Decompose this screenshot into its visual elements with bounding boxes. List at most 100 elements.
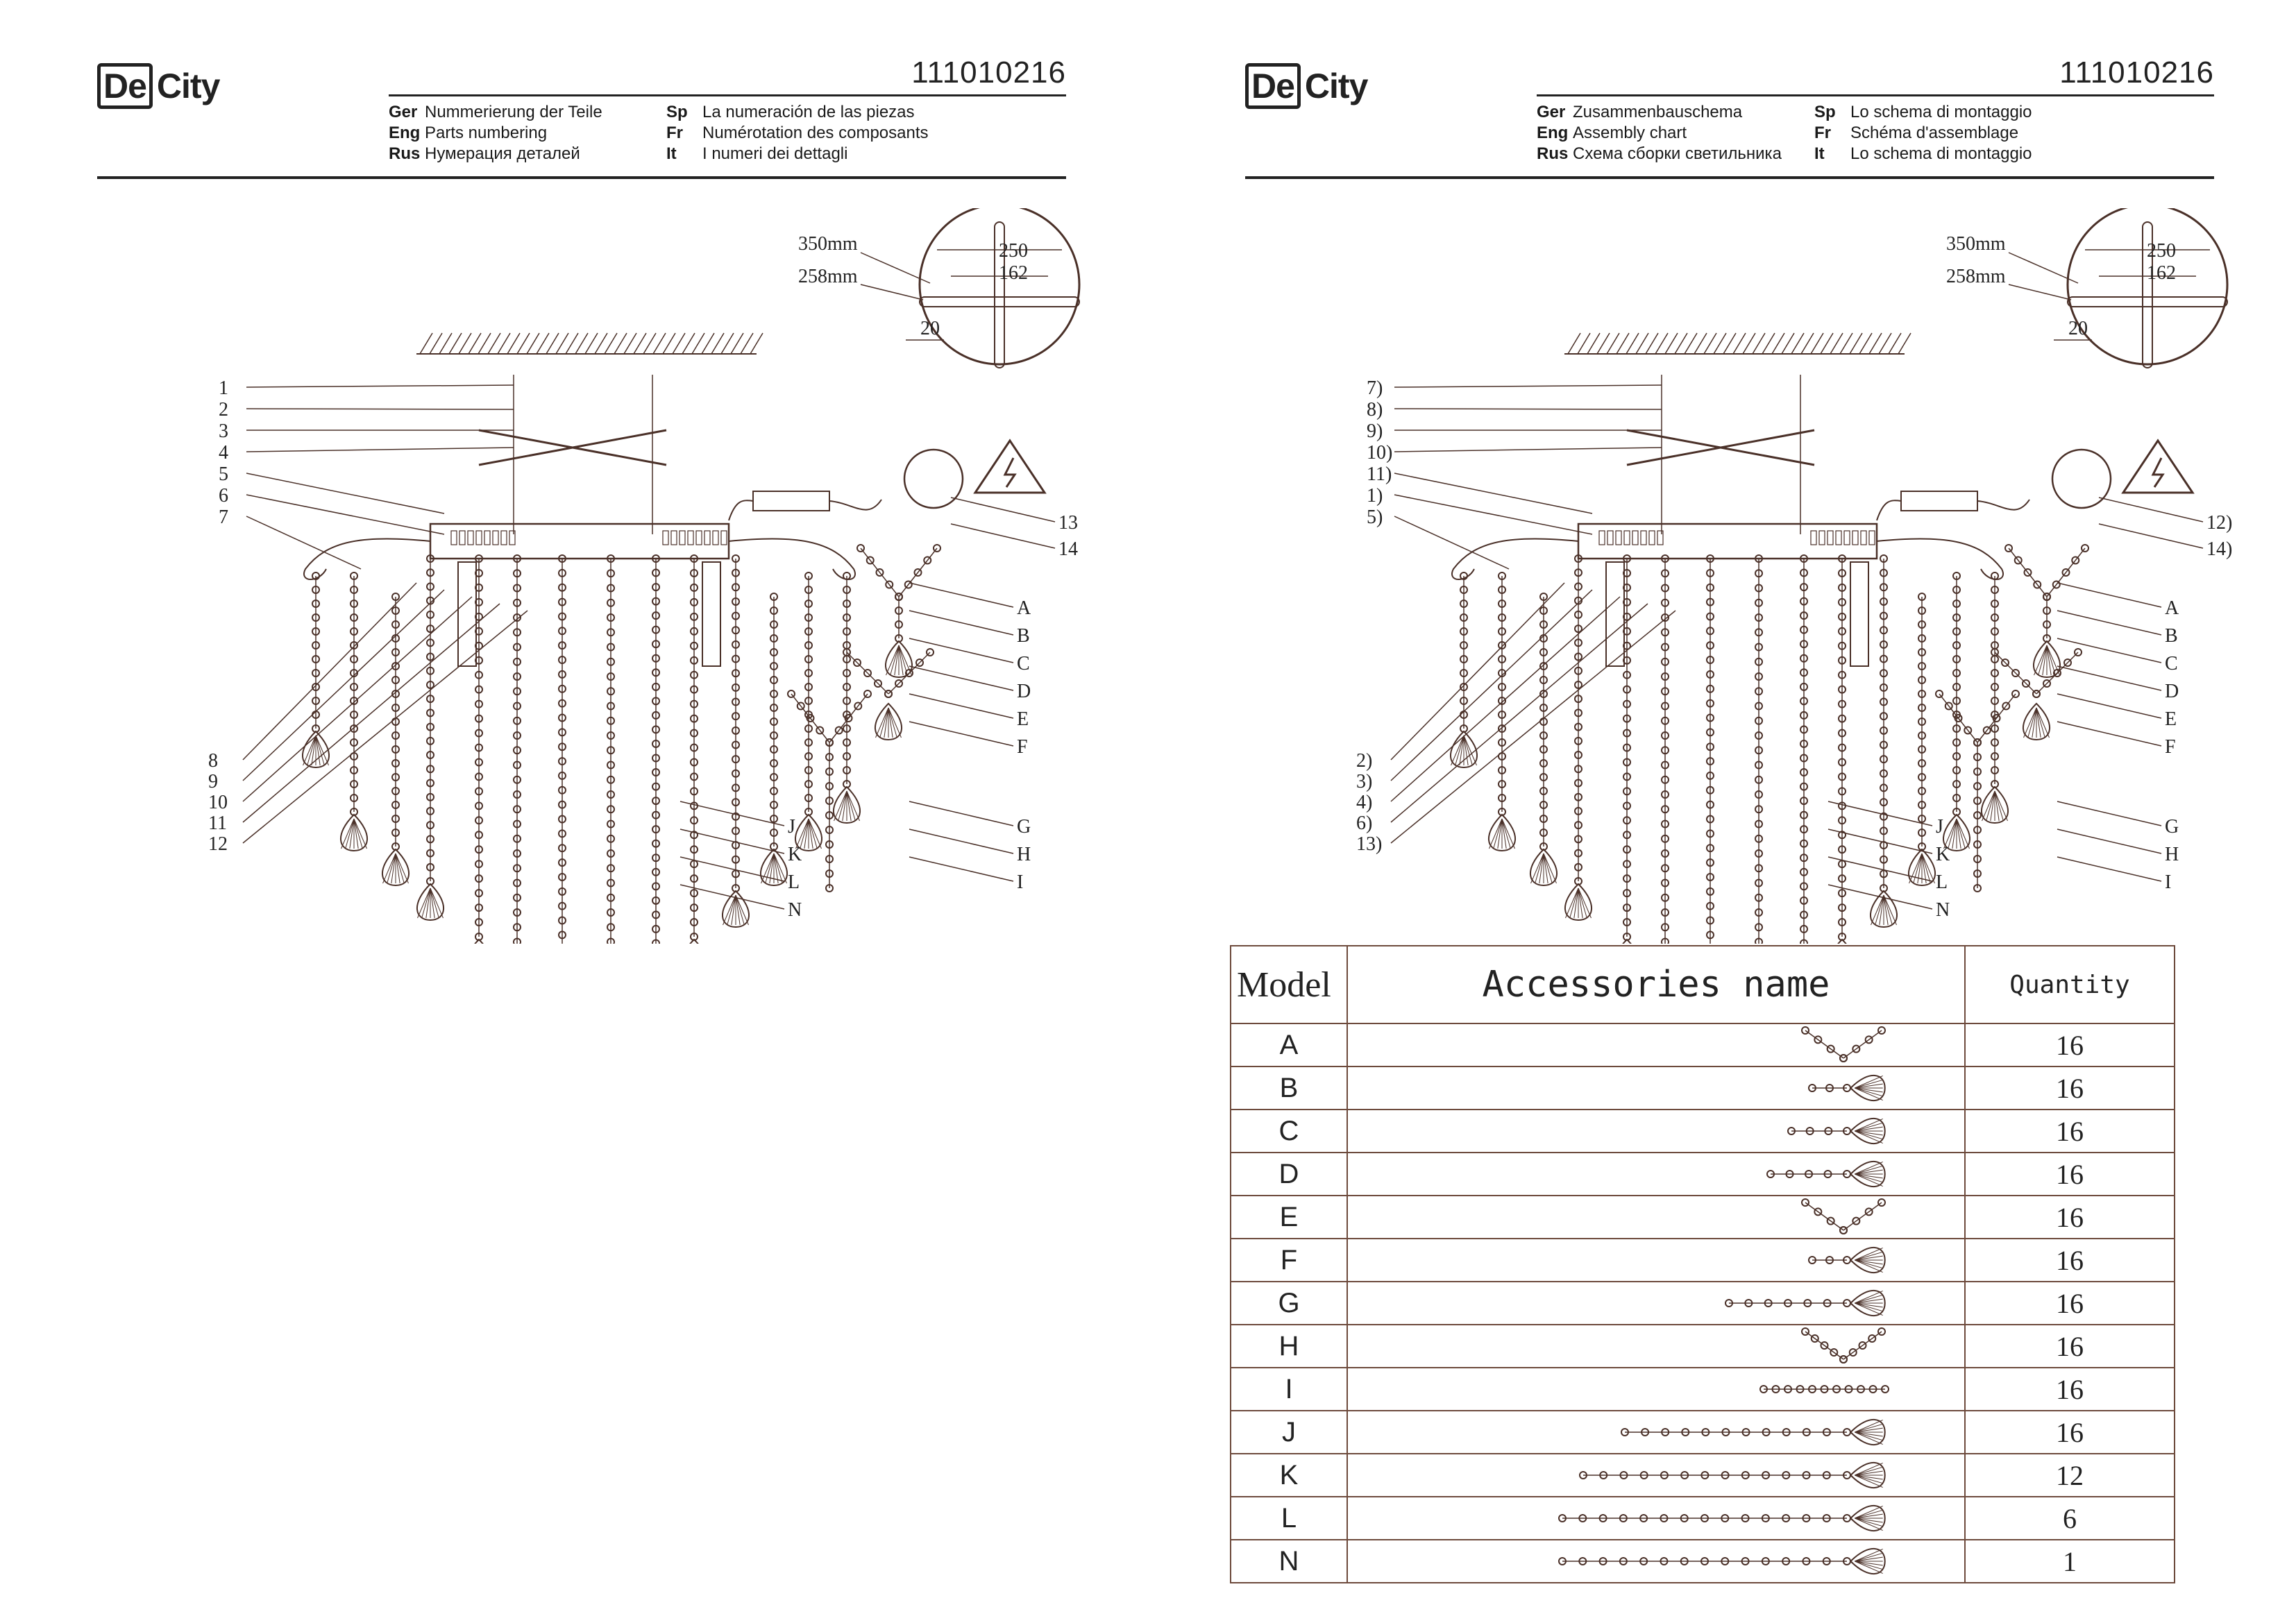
quantity-cell: 6 <box>1964 1496 2175 1540</box>
table-row: B 16 <box>1230 1066 2175 1110</box>
dim-250: 250 <box>999 240 1028 262</box>
language-code: Sp <box>1814 103 1836 121</box>
quantity-cell: 16 <box>1964 1281 2175 1325</box>
callout-label: B <box>1017 625 1030 647</box>
accessory-icon <box>1725 1289 1886 1317</box>
callout-label: 8 <box>208 750 218 772</box>
accessory-icon <box>1808 1246 1886 1274</box>
callout-label: 9 <box>208 771 218 792</box>
callout-label: K <box>788 844 802 865</box>
language-text: Nummerierung der Teile <box>425 103 602 121</box>
accessory-illustration <box>1347 1453 1966 1497</box>
callout-label: 8) <box>1367 399 1383 420</box>
callout-label: 5) <box>1367 507 1383 528</box>
language-caption: Sp La numeración de las piezas <box>666 103 958 122</box>
model-cell: B <box>1230 1066 1348 1110</box>
assembly-diagram-svg: 25016220350mm258mm7)8)9)10)11)1)5)2)3)4)… <box>1356 203 2232 1019</box>
callout-label: 13 <box>1058 512 1078 534</box>
language-text: Numérotation des composants <box>702 124 929 142</box>
accessory-illustration <box>1347 1023 1966 1067</box>
language-code: Eng <box>1537 124 1569 142</box>
language-text: La numeración de las piezas <box>702 103 915 121</box>
diagram-drawing <box>242 203 1081 1019</box>
model-cell: A <box>1230 1023 1348 1067</box>
callout-label: L <box>1936 872 1948 893</box>
callout-label: 6 <box>219 485 228 507</box>
callout-label: 2) <box>1356 750 1372 772</box>
dim-20: 20 <box>920 318 940 339</box>
language-code: Rus <box>389 144 421 163</box>
parts-diagram-svg: 25016220350mm258mm1234567891011121314ABC… <box>208 203 1081 1019</box>
accessory-illustration <box>1347 1066 1966 1110</box>
document-code: 111010216 <box>2059 56 2214 90</box>
callout-label: E <box>2165 708 2177 730</box>
header-bottom-divider <box>97 176 1066 179</box>
callout-label: F <box>2165 736 2176 758</box>
header-quantity: Quantity <box>1964 945 2175 1024</box>
language-code: Fr <box>1814 124 1831 142</box>
language-text: Schéma d'assemblage <box>1850 124 2019 142</box>
accessory-illustration <box>1347 1324 1966 1368</box>
model-cell: J <box>1230 1410 1348 1454</box>
header-bottom-divider <box>1245 176 2214 179</box>
language-code: Eng <box>389 124 421 142</box>
language-code: Fr <box>666 124 683 142</box>
language-code: It <box>1814 144 1825 163</box>
quantity-cell: 12 <box>1964 1453 2175 1497</box>
language-text: Zusammenbauschema <box>1573 103 1743 121</box>
language-code: Sp <box>666 103 688 121</box>
language-code: Rus <box>1537 144 1569 163</box>
language-code: It <box>666 144 677 163</box>
model-cell: N <box>1230 1539 1348 1583</box>
callout-label: D <box>2165 681 2179 702</box>
dim-250: 250 <box>2147 240 2176 262</box>
callout-label: 7) <box>1367 377 1383 399</box>
callout-label: G <box>2165 816 2179 838</box>
language-text: Lo schema di montaggio <box>1850 144 2032 163</box>
language-caption: Fr Numérotation des composants <box>666 124 958 143</box>
callout-label: 14) <box>2206 538 2232 560</box>
dim-20: 20 <box>2068 318 2088 339</box>
callout-label: N <box>788 899 802 921</box>
language-caption: Fr Schéma d'assemblage <box>1814 124 2106 143</box>
callout-label: A <box>1017 597 1031 619</box>
language-caption: It Lo schema di montaggio <box>1814 144 2106 164</box>
accessory-illustration <box>1347 1539 1966 1583</box>
callout-label: C <box>1017 653 1030 674</box>
header-divider <box>1537 94 2214 96</box>
document-code: 111010216 <box>911 56 1066 90</box>
quantity-cell: 16 <box>1964 1410 2175 1454</box>
accessory-illustration <box>1347 1496 1966 1540</box>
quantity-cell: 16 <box>1964 1066 2175 1110</box>
callout-label: B <box>2165 625 2178 647</box>
accessory-illustration <box>1347 1195 1966 1239</box>
language-text: I numeri dei dettagli <box>702 144 848 163</box>
callout-label: 1) <box>1367 485 1383 507</box>
language-text: Assembly chart <box>1573 124 1687 142</box>
model-cell: E <box>1230 1195 1348 1239</box>
callout-label: 12 <box>208 833 228 855</box>
language-text: Схема сборки светильника <box>1573 144 1782 163</box>
callout-label: 10) <box>1367 442 1392 464</box>
callout-label: F <box>1017 736 1028 758</box>
callout-label: I <box>2165 872 2171 893</box>
accessory-illustration <box>1347 1152 1966 1196</box>
quantity-cell: 16 <box>1964 1238 2175 1282</box>
callout-label: 12) <box>2206 512 2232 534</box>
callout-label: 10 <box>208 792 228 813</box>
language-caption: It I numeri dei dettagli <box>666 144 958 164</box>
